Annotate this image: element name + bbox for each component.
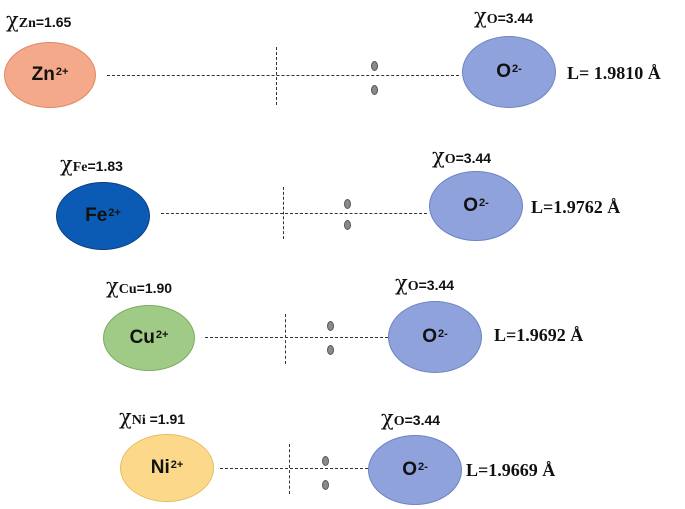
electronegativity-o: χO=3.44 xyxy=(395,271,455,295)
bond-length-label: L=1.9692 Å xyxy=(494,325,584,345)
electronegativity-fe: χFe=1.83 xyxy=(60,152,123,176)
electron-dot xyxy=(344,199,351,209)
electron-dot xyxy=(322,480,329,490)
electron-dot xyxy=(344,220,351,230)
electron-dot xyxy=(327,321,334,331)
bond-length-label: L= 1.9810 Å xyxy=(567,63,661,83)
electronegativity-cu: χCu=1.90 xyxy=(106,274,173,298)
electronegativity-zn: χZn=1.65 xyxy=(6,8,72,32)
bond-length-label: L=1.9669 Å xyxy=(466,460,556,480)
electron-dot xyxy=(327,345,334,355)
bond-divider xyxy=(289,444,290,494)
electron-dot xyxy=(371,61,378,71)
bond-length-label: L=1.9762 Å xyxy=(531,197,621,217)
electron-dot xyxy=(371,85,378,95)
bond-line xyxy=(107,75,459,76)
bond-divider xyxy=(283,187,284,239)
electronegativity-o: χO=3.44 xyxy=(381,406,441,430)
bond-divider xyxy=(285,314,286,364)
electron-dot xyxy=(322,456,329,466)
bond-divider xyxy=(276,47,277,105)
electronegativity-o: χO=3.44 xyxy=(432,144,492,168)
electronegativity-ni: χNi =1.91 xyxy=(119,405,186,429)
bond-line xyxy=(220,468,368,469)
bond-line xyxy=(161,213,427,214)
chi-symbol: χ xyxy=(6,8,19,32)
electronegativity-o: χO=3.44 xyxy=(474,4,534,28)
bond-line xyxy=(205,337,388,338)
